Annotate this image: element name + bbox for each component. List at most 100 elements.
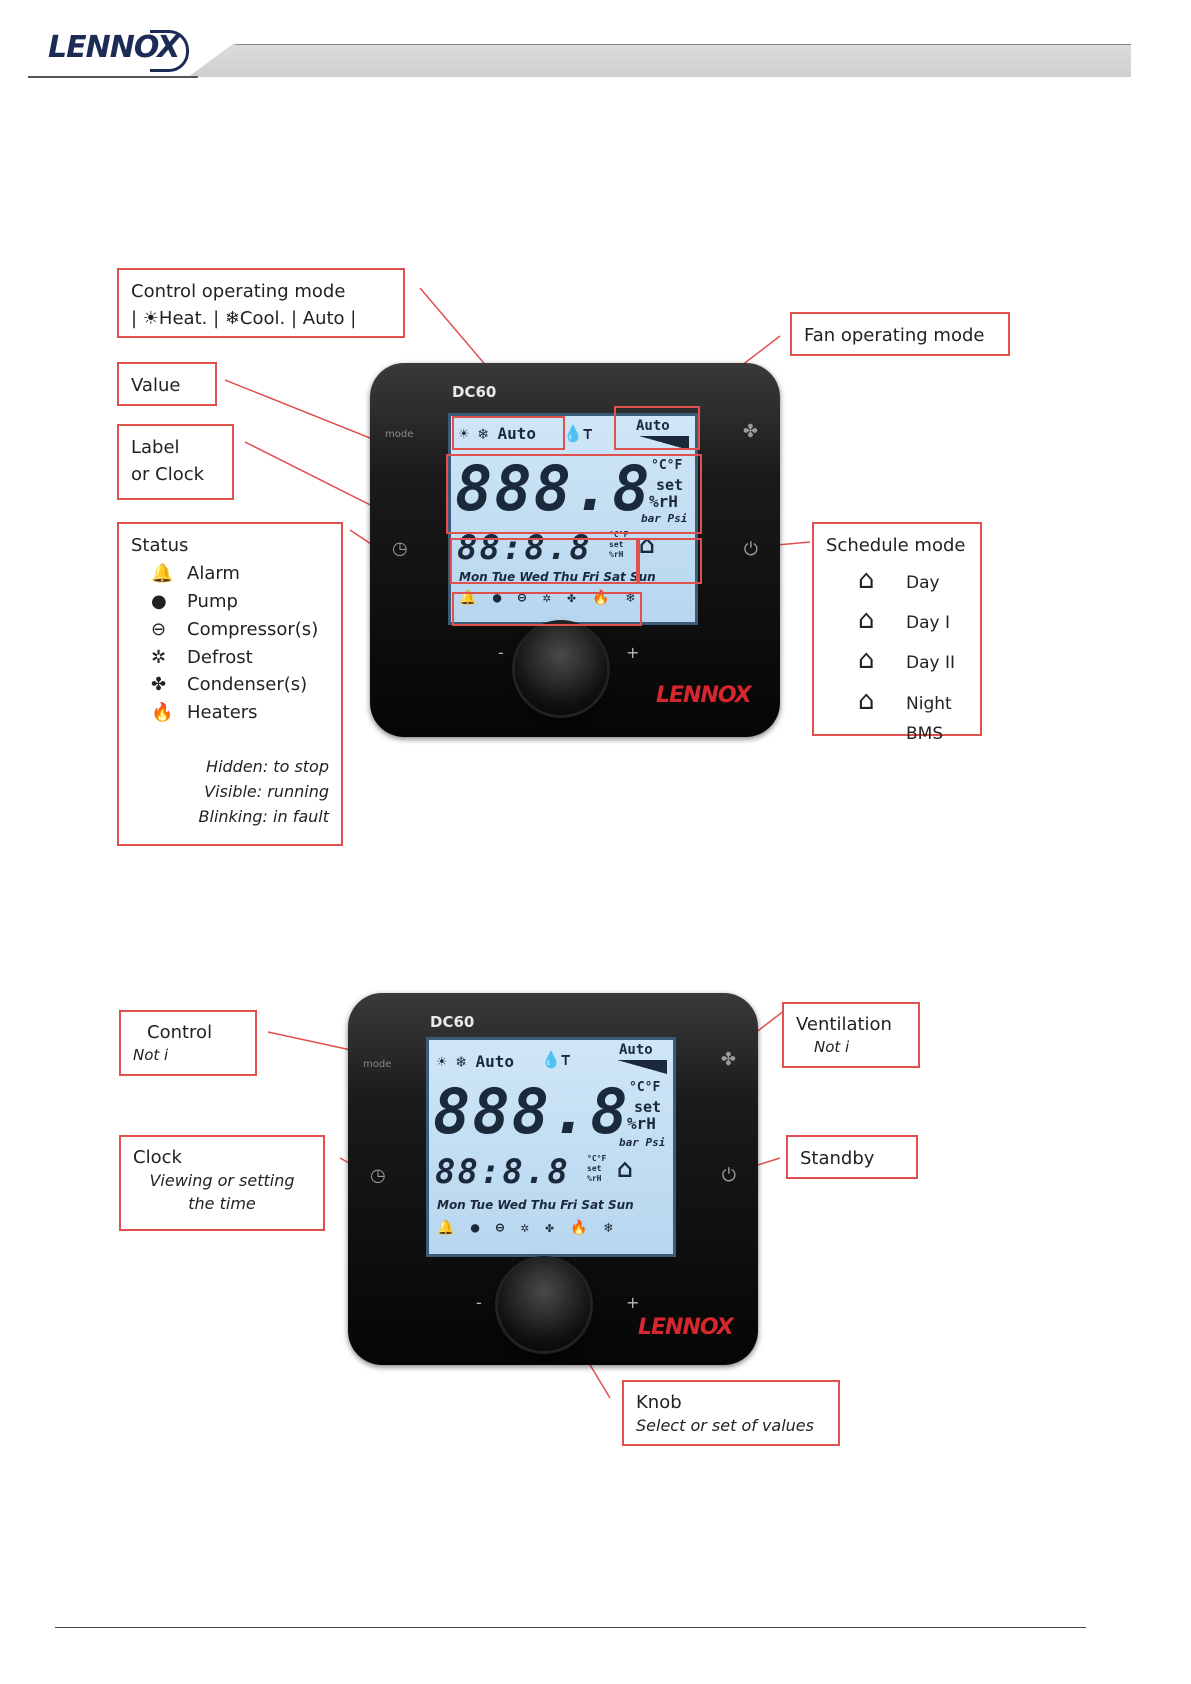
pump-icon: ● — [151, 590, 167, 612]
week-days-2: Mon Tue Wed Thu Fri Sat Sun — [437, 1198, 634, 1212]
model-label-2: DC60 — [430, 1013, 475, 1031]
header-underline — [28, 76, 198, 78]
house-schedule-icon-2: ⌂ — [617, 1154, 633, 1184]
callout-control-mode: Control operating mode | ☀Heat. | ❄Cool.… — [117, 268, 405, 338]
alarm-icon: 🔔 — [151, 562, 174, 584]
knob-subtitle: Select or set of values — [636, 1416, 814, 1436]
highlight-fan-mode — [614, 406, 700, 450]
highlight-status — [452, 592, 642, 626]
model-label: DC60 — [452, 383, 497, 401]
logo-swoosh-icon — [150, 30, 189, 72]
control-mode-options: | ☀Heat. | ❄Cool. | Auto | — [131, 308, 357, 329]
knob-title: Knob — [636, 1392, 682, 1413]
callout-schedule-mode: Schedule mode ⌂Day ⌂Day I ⌂Day II ⌂Night… — [812, 522, 982, 744]
fan-speed-bars-icon-2 — [617, 1060, 667, 1074]
house-day-ii-icon: ⌂ — [858, 645, 875, 676]
minus-label-2: - — [476, 1293, 482, 1312]
callout-control: Control Not i — [119, 1010, 257, 1076]
units-rh: %rH — [649, 492, 678, 511]
mode-button-label[interactable]: mode — [385, 429, 414, 440]
highlight-clock — [450, 538, 640, 584]
ventilation-subtitle: Not i — [814, 1038, 850, 1057]
status-icons-2: 🔔 ● ⊖ ✲ ✤ 🔥 ❄ — [437, 1220, 617, 1236]
header-rule — [235, 44, 1131, 45]
callout-value: Value — [117, 362, 217, 406]
units-rh-2: %rH — [627, 1114, 656, 1133]
compressor-icon: ⊖ — [151, 618, 167, 640]
schedule-bms: BMS — [906, 724, 944, 745]
callout-knob: Knob Select or set of values — [622, 1380, 840, 1446]
plus-label-2: + — [626, 1293, 640, 1312]
label-line: Label — [131, 437, 180, 458]
mode-icons-2: ☀ ❄ Auto — [437, 1052, 515, 1071]
ventilation-title: Ventilation — [796, 1014, 892, 1035]
units-top: °C°F — [651, 458, 683, 473]
callout-fan-mode: Fan operating mode — [790, 312, 1010, 356]
clock-icon-2[interactable]: ◷ — [370, 1165, 386, 1186]
status-heaters: 🔥Heaters — [131, 699, 329, 727]
callout-status: Status 🔔Alarm ●Pump ⊖Compressor(s) ✲Defr… — [117, 522, 343, 846]
header-band — [188, 44, 1131, 77]
drop-tap-icons-2: 💧⊤ — [541, 1050, 571, 1069]
schedule-day-i: ⌂Day I — [826, 600, 968, 640]
callout-label-clock: Label or Clock — [117, 424, 234, 500]
fan-icon-2[interactable]: ✤ — [720, 1049, 736, 1070]
status-defrost: ✲Defrost — [131, 644, 329, 672]
device-brand-logo-2: LENNOX — [638, 1315, 734, 1340]
clock-icon[interactable]: ◷ — [392, 538, 408, 559]
or-clock-line: or Clock — [131, 464, 205, 485]
mode-button-label-2[interactable]: mode — [363, 1059, 392, 1070]
fan-mode-title: Fan operating mode — [804, 325, 985, 346]
dc60-device-bottom: DC60 mode ✤ ◷ ⏻ ☀ ❄ Auto 💧⊤ Auto 888.8 °… — [348, 993, 758, 1365]
footer-rule — [55, 1627, 1086, 1628]
power-icon-2[interactable]: ⏻ — [721, 1165, 736, 1186]
power-icon[interactable]: ⏻ — [743, 539, 758, 560]
callout-clock: Clock Viewing or setting the time — [119, 1135, 325, 1231]
week-days: Mon Tue Wed Thu Fri Sat Sun — [459, 570, 656, 584]
fan-speed-bars-icon — [639, 436, 689, 450]
status-pump: ●Pump — [131, 588, 329, 616]
fan-auto-label-2: Auto — [619, 1042, 653, 1058]
minus-label: - — [498, 643, 504, 662]
drop-tap-icons: 💧⊤ — [563, 424, 593, 443]
clock-units: °C°F set %rH — [609, 530, 629, 559]
big-value-display: 888.8 — [455, 452, 652, 525]
status-icons: 🔔 ● ⊖ ✲ ✤ 🔥 ❄ — [459, 590, 639, 606]
rotary-knob-2[interactable] — [498, 1259, 590, 1351]
units-set-2: set — [634, 1098, 662, 1116]
lcd-screen-2: ☀ ❄ Auto 💧⊤ Auto 888.8 °C°F set %rH bar … — [426, 1037, 676, 1257]
house-night-icon: ⌂ — [858, 685, 875, 716]
status-title: Status — [131, 535, 189, 556]
value-title: Value — [131, 375, 181, 396]
house-schedule-icon: ⌂ — [639, 530, 655, 560]
status-note-blinking: Blinking: in fault — [198, 806, 329, 826]
plus-label: + — [626, 643, 640, 662]
schedule-night: ⌂Night — [826, 681, 968, 721]
clock-subtitle-2: the time — [188, 1193, 256, 1213]
fan-icon[interactable]: ✤ — [742, 421, 758, 442]
defrost-icon: ✲ — [151, 646, 167, 668]
highlight-mode-icons — [452, 416, 565, 450]
control-title: Control — [147, 1022, 213, 1043]
clock-value-display-2: 88:8.8 — [435, 1152, 570, 1192]
condenser-icon: ✤ — [151, 674, 167, 696]
status-note-visible: Visible: running — [204, 782, 329, 802]
clock-value-display: 88:8.8 — [457, 528, 592, 568]
callout-standby: Standby — [786, 1135, 918, 1179]
highlight-value — [446, 454, 702, 534]
units-bar-2: bar Psi — [619, 1136, 666, 1149]
clock-subtitle-1: Viewing or setting — [149, 1171, 295, 1191]
mode-icons: ☀ ❄ Auto — [459, 424, 537, 443]
units-bar: bar Psi — [641, 512, 688, 525]
rotary-knob[interactable] — [515, 623, 607, 715]
control-mode-title: Control operating mode — [131, 281, 346, 302]
big-value-display-2: 888.8 — [433, 1075, 630, 1148]
schedule-day-ii: ⌂Day II — [826, 640, 968, 680]
status-compressor: ⊖Compressor(s) — [131, 616, 329, 644]
units-set: set — [656, 476, 684, 494]
heaters-icon: 🔥 — [151, 702, 174, 724]
house-day-icon: ⌂ — [858, 564, 875, 595]
standby-title: Standby — [800, 1148, 875, 1169]
schedule-title: Schedule mode — [826, 535, 966, 556]
schedule-day: ⌂Day — [826, 560, 968, 600]
